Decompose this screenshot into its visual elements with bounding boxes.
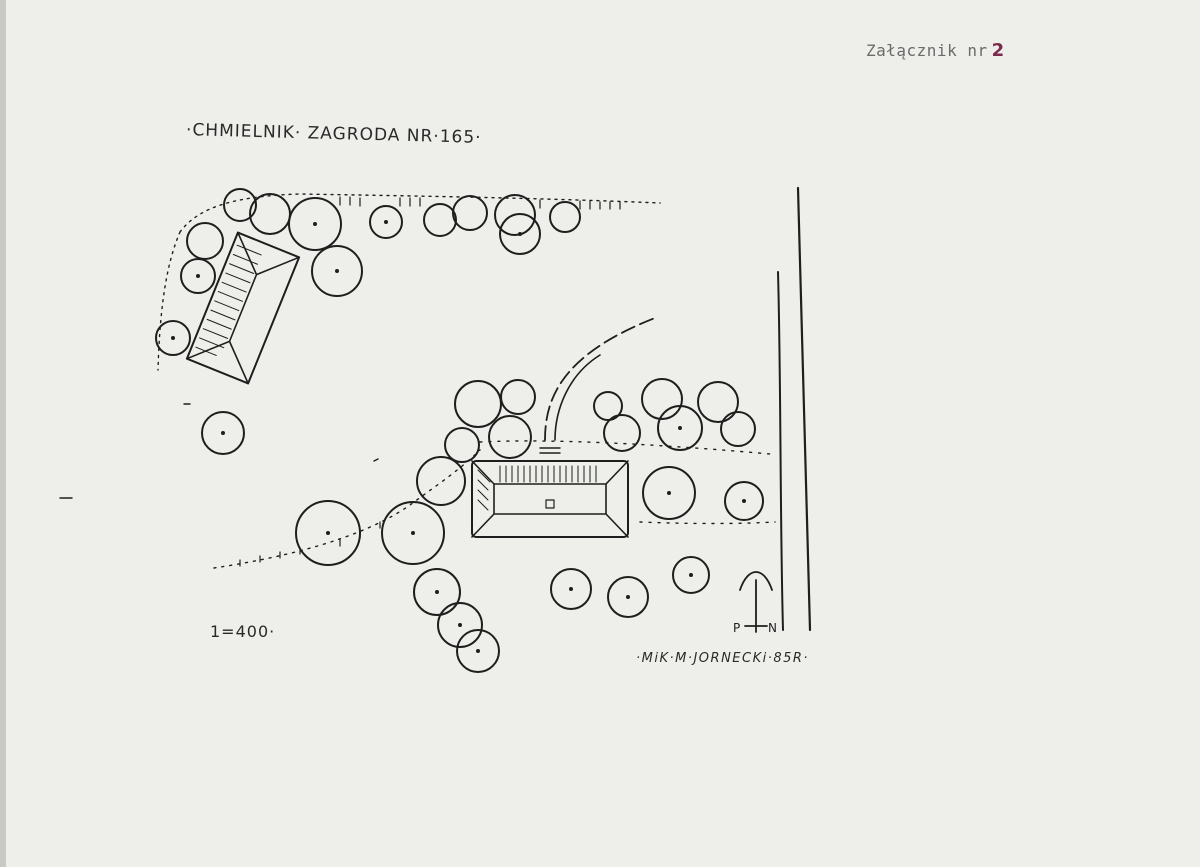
main-building (471, 447, 629, 538)
hedge-top-of-building (479, 440, 771, 455)
driveway-curve (544, 317, 656, 441)
compass-right-label: N (768, 621, 777, 635)
hedge-lower-left (213, 449, 481, 569)
hedge-right-of-building (639, 521, 776, 525)
author-signature: ·MiK·M·JORNECKi·85R· (636, 651, 810, 666)
boundary-top (179, 193, 661, 233)
trees-center (295, 378, 764, 566)
attachment-text: Załącznik nr (866, 41, 988, 60)
left-building (185, 231, 301, 385)
scale-label: 1=400· (210, 622, 276, 641)
fence-ticks-top (339, 196, 621, 210)
trees-upper-left (155, 188, 581, 455)
stray-mark (59, 403, 379, 499)
road-left-edge (777, 271, 784, 631)
road-right-edge (796, 186, 812, 632)
attachment-number: 2 (991, 40, 1005, 61)
paper-edge (0, 0, 6, 867)
tree-center-dots (171, 220, 746, 653)
compass-left-label: P (733, 621, 740, 635)
driveway-curve-inner (554, 354, 601, 441)
trees-lower (413, 556, 710, 673)
north-arrow-icon (739, 571, 773, 633)
hedge-lower-left-ticks (239, 521, 381, 567)
